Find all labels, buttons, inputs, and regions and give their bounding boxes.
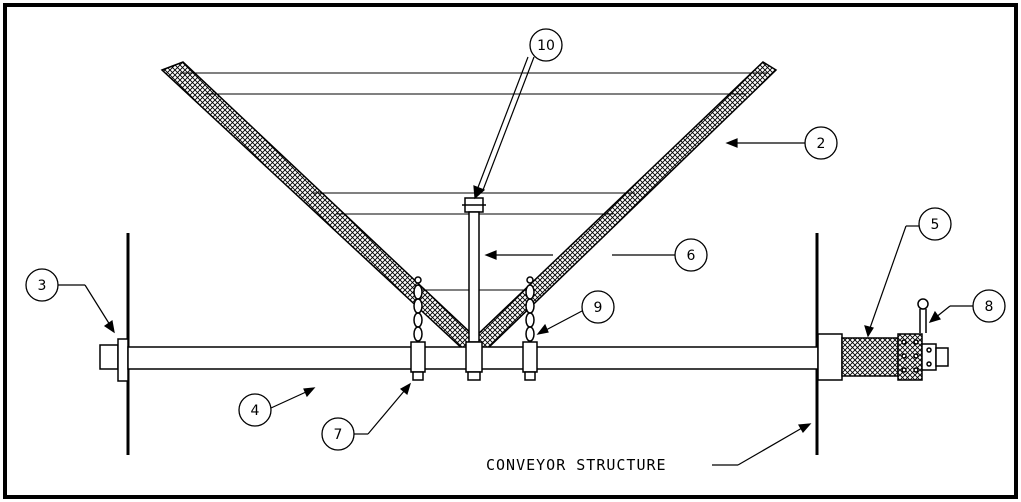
callout-3-circle — [25, 268, 59, 302]
callout-6: 6 — [687, 248, 696, 264]
callout-5: 5 — [931, 217, 940, 233]
callout-4: 4 — [251, 403, 260, 419]
callout-2: 2 — [817, 136, 826, 152]
callout-9: 9 — [594, 300, 603, 316]
callout-7-circle — [321, 417, 355, 451]
center-rod — [462, 197, 486, 381]
leader-lines — [58, 56, 973, 466]
callout-2-circle — [804, 126, 838, 160]
callout-5-circle — [918, 207, 952, 241]
pin — [917, 298, 929, 333]
drawing-border — [3, 3, 1018, 499]
v-blade — [160, 61, 778, 355]
callout-10-circle — [529, 28, 563, 62]
tensioner — [817, 333, 949, 381]
callout-4-circle — [238, 393, 272, 427]
callout-6-circle — [674, 238, 708, 272]
conveyor-structure-label: CONVEYOR STRUCTURE — [486, 456, 667, 474]
callout-7: 7 — [334, 427, 343, 443]
chain-hanger-right — [522, 276, 538, 381]
chain-hanger-left — [410, 276, 426, 381]
callout-10: 10 — [537, 38, 555, 54]
callout-3: 3 — [38, 278, 47, 294]
callout-8-circle — [972, 289, 1006, 323]
callout-9-circle — [581, 290, 615, 324]
callout-8: 8 — [985, 299, 994, 315]
